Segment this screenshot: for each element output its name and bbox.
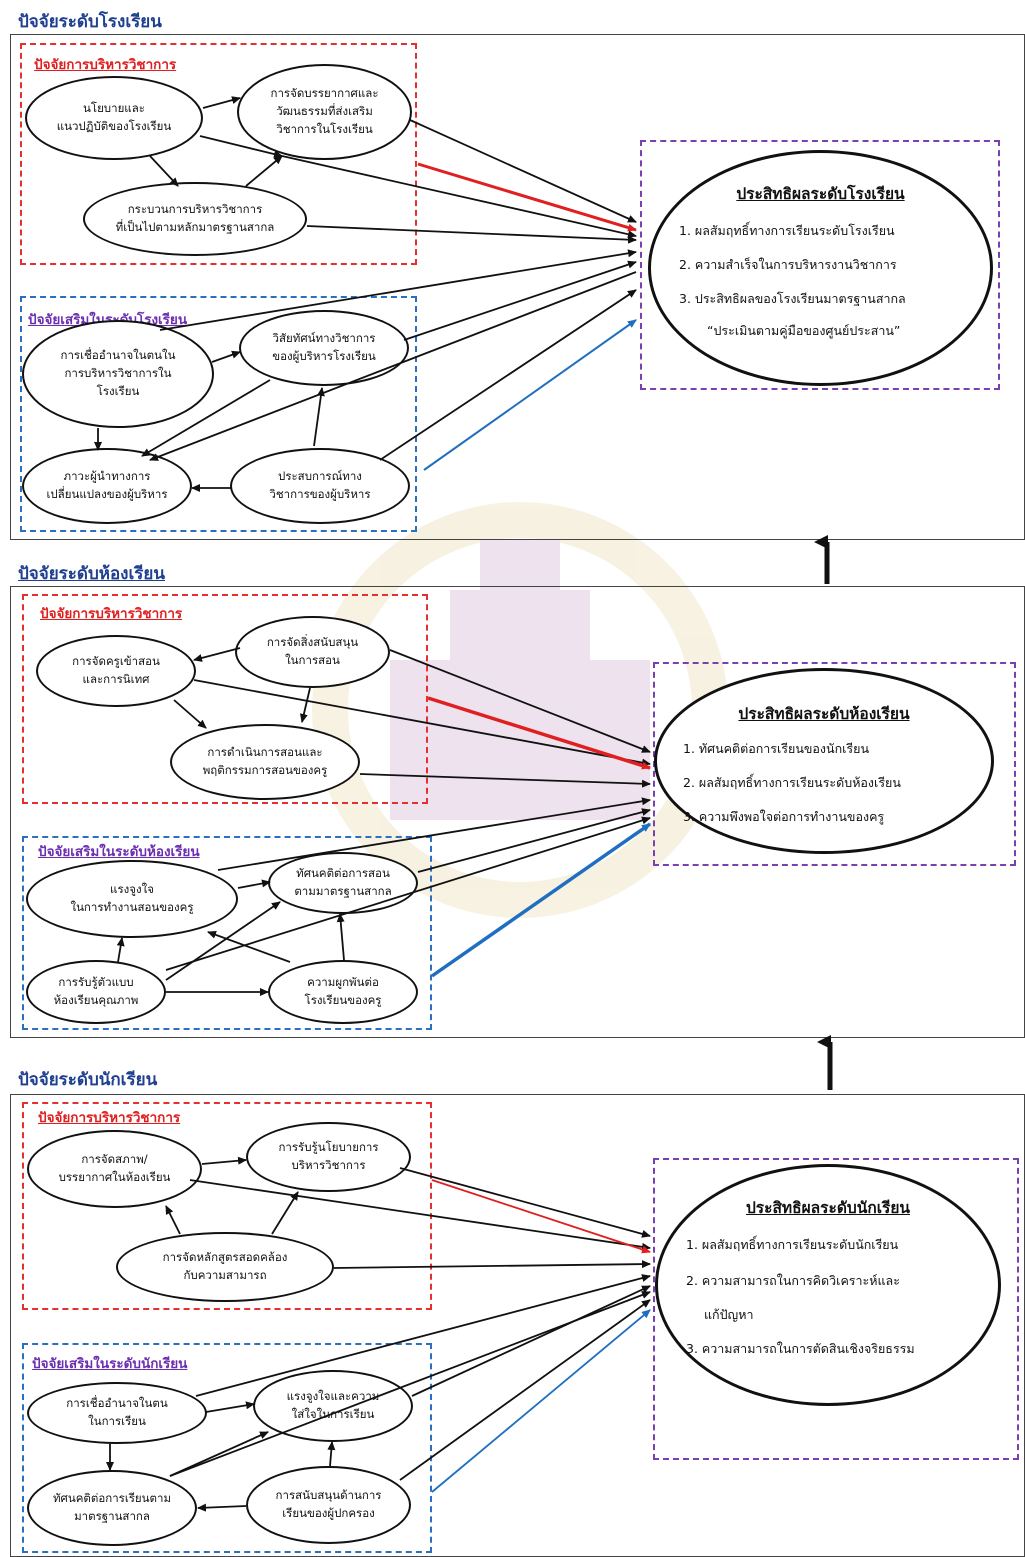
student-support-label: ปัจจัยเสริมในระดับนักเรียน [30, 1352, 190, 1374]
classroom-support-label: ปัจจัยเสริมในระดับห้องเรียน [36, 840, 202, 862]
classroom-node-perceived-model: การรับรู้ตัวแบบ ห้องเรียนคุณภาพ [26, 960, 166, 1024]
school-node-policy: นโยบายและ แนวปฏิบัติของโรงเรียน [25, 76, 203, 160]
student-node-curriculum: การจัดหลักสูตรสอดคล้อง กับความสามารถ [116, 1232, 334, 1302]
classroom-outcome: ประสิทธิผลระดับห้องเรียน 1. ทัศนคติต่อกา… [654, 668, 994, 854]
classroom-node-commitment: ความผูกพันต่อ โรงเรียนของครู [268, 960, 418, 1024]
school-node-atmosphere: การจัดบรรยากาศและ วัฒนธรรมที่ส่งเสริม วิ… [237, 64, 412, 160]
classroom-node-teaching-support: การจัดสิ่งสนับสนุน ในการสอน [235, 616, 390, 688]
student-outcome-title: ประสิทธิผลระดับนักเรียน [745, 1199, 911, 1217]
student-outcome-item-2-cont: แก้ปัญหา [704, 1307, 754, 1322]
classroom-level-title: ปัจจัยระดับห้องเรียน [18, 564, 166, 584]
school-node-vision: วิสัยทัศน์ทางวิชาการ ของผู้บริหารโรงเรีย… [239, 310, 409, 386]
student-level-title: ปัจจัยระดับนักเรียน [18, 1070, 158, 1090]
school-node-process: กระบวนการบริหารวิชาการ ที่เป็นไปตามหลักม… [83, 182, 307, 256]
student-node-locus: การเชื่ออำนาจในตน ในการเรียน [27, 1382, 207, 1444]
classroom-admin-label: ปัจจัยการบริหารวิชาการ [38, 602, 185, 624]
classroom-outcome-item-3: 3. ความพึงพอใจต่อการทำงานของครู [683, 809, 885, 824]
school-admin-label: ปัจจัยการบริหารวิชาการ [32, 53, 179, 75]
classroom-node-teacher-assign: การจัดครูเข้าสอน และการนิเทศ [36, 635, 196, 707]
school-outcome-item-note: “ประเมินตามคู่มือของศูนย์ประสาน” [707, 323, 901, 338]
student-node-parent-support: การสนับสนุนด้านการ เรียนของผู้ปกครอง [246, 1466, 411, 1544]
school-outcome-title: ประสิทธิผลระดับโรงเรียน [736, 185, 905, 203]
classroom-outcome-item-1: 1. ทัศนคติต่อการเรียนของนักเรียน [683, 741, 870, 756]
student-node-motivation: แรงจูงใจและความ ใส่ใจในการเรียน [253, 1370, 413, 1442]
school-node-decentralization: การเชื่ออำนาจในตนใน การบริหารวิชาการใน โ… [22, 320, 214, 428]
school-outcome-item-2: 2. ความสำเร็จในการบริหารงานวิชาการ [679, 257, 897, 272]
school-outcome-item-1: 1. ผลสัมฤทธิ์ทางการเรียนระดับโรงเรียน [679, 223, 895, 238]
classroom-node-attitude: ทัศนคติต่อการสอน ตามมาตรฐานสากล [268, 852, 418, 914]
student-outcome: ประสิทธิผลระดับนักเรียน 1. ผลสัมฤทธิ์ทาง… [655, 1164, 1001, 1406]
school-outcome: ประสิทธิผลระดับโรงเรียน 1. ผลสัมฤทธิ์ทาง… [648, 150, 993, 386]
school-node-experience: ประสบการณ์ทาง วิชาการของผู้บริหาร [230, 448, 410, 524]
school-outcome-item-3: 3. ประสิทธิผลของโรงเรียนมาตรฐานสากล [679, 291, 906, 306]
classroom-node-teaching-behavior: การดำเนินการสอนและ พฤติกรรมการสอนของครู [170, 724, 360, 800]
student-outcome-item-2: 2. ความสามารถในการคิดวิเคราะห์และ [686, 1273, 900, 1288]
school-node-leadership: ภาวะผู้นำทางการ เปลี่ยนแปลงของผู้บริหาร [22, 448, 192, 524]
student-node-attitude: ทัศนคติต่อการเรียนตาม มาตรฐานสากล [27, 1470, 197, 1546]
student-outcome-item-1: 1. ผลสัมฤทธิ์ทางการเรียนระดับนักเรียน [686, 1237, 899, 1252]
student-node-environment: การจัดสภาพ/ บรรยากาศในห้องเรียน [27, 1130, 202, 1208]
classroom-outcome-item-2: 2. ผลสัมฤทธิ์ทางการเรียนระดับห้องเรียน [683, 775, 901, 790]
classroom-outcome-title: ประสิทธิผลระดับห้องเรียน [738, 705, 910, 723]
student-admin-label: ปัจจัยการบริหารวิชาการ [36, 1106, 183, 1128]
classroom-node-motivation: แรงจูงใจ ในการทำงานสอนของครู [26, 860, 238, 938]
school-outcome-group [640, 140, 1000, 390]
student-outcome-item-3: 3. ความสามารถในการตัดสินเชิงจริยธรรม [686, 1341, 915, 1356]
student-outcome-group [653, 1158, 1019, 1460]
student-node-policy-aware: การรับรู้นโยบายการ บริหารวิชาการ [246, 1122, 411, 1192]
school-level-title: ปัจจัยระดับโรงเรียน [18, 12, 162, 32]
